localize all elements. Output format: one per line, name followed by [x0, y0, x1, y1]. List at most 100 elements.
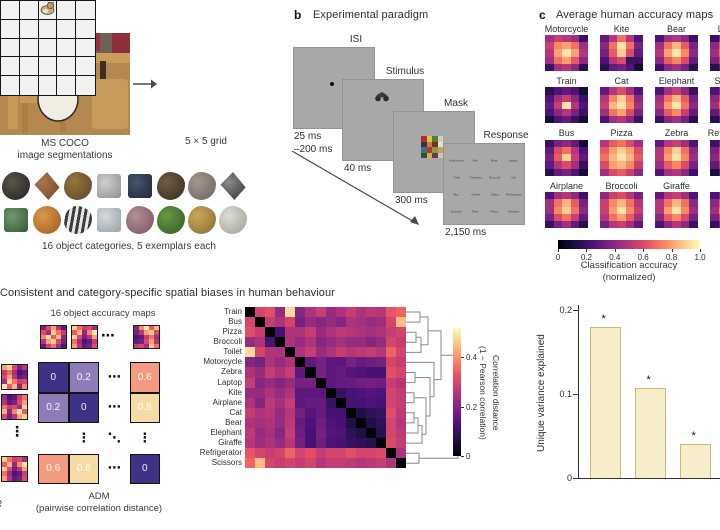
- heatmap-cell: [634, 108, 643, 117]
- heatmap-cell: [545, 116, 554, 124]
- mini-cell: [12, 471, 17, 477]
- heatmap-cell: [570, 87, 580, 95]
- rdm-cell: [295, 458, 306, 469]
- rdm-cell: [255, 377, 266, 388]
- adm-cell: ⋯: [107, 400, 121, 416]
- heatmap-cell: [710, 220, 719, 229]
- mini-cell: [2, 365, 7, 370]
- rdm-cell: [335, 357, 346, 368]
- heatmap-cell: [625, 87, 635, 95]
- panel-b-letter: b: [294, 8, 302, 22]
- heatmap-cell: [625, 192, 635, 200]
- rdm-cell: [325, 377, 336, 388]
- heatmap-cell: [570, 49, 580, 57]
- rdm-cell: [355, 407, 366, 418]
- heatmap-cell: [579, 116, 588, 124]
- heatmap-cell: [710, 94, 719, 102]
- rdm-cell: [315, 427, 326, 439]
- heatmap-cell: [718, 116, 720, 124]
- rdm-cell: [345, 317, 356, 328]
- response-word-cell: Giraffe: [466, 186, 485, 203]
- accuracy-map-motorcycle: [545, 35, 588, 71]
- rdm-cell: [376, 377, 387, 388]
- mini-cell: [2, 399, 7, 405]
- mini-cell: [87, 339, 92, 344]
- rdm-cell: [365, 438, 377, 449]
- heatmap-cell: [655, 87, 664, 95]
- colorbar-tick-label: 0.6: [637, 253, 649, 262]
- rdm-cell: [386, 387, 397, 398]
- rdm-cell: [386, 357, 397, 368]
- grid-cell: [76, 20, 95, 39]
- rdm-cell: [305, 387, 316, 398]
- rdm-cell: [335, 427, 346, 439]
- mini-cell: [61, 339, 66, 344]
- cat-thumbnail-icon: [40, 1, 55, 15]
- mini-cell: [12, 369, 17, 375]
- heatmap-cell: [672, 49, 681, 57]
- heatmap-cell: [672, 199, 681, 207]
- rdm-cell: [275, 317, 286, 328]
- rdm-cell: [386, 417, 397, 428]
- heatmap-cell: [545, 56, 554, 64]
- heatmap-cell: [718, 206, 720, 214]
- heatmap-cell: [672, 213, 681, 221]
- heatmap-cell: [634, 116, 643, 124]
- rdm-cell: [265, 357, 276, 368]
- rdm-cell: [275, 337, 286, 348]
- heatmap-cell: [672, 154, 681, 162]
- mask-tile: [437, 141, 443, 147]
- heatmap-cell: [617, 56, 626, 64]
- rdm-row-label: Refrigerator: [199, 448, 242, 458]
- rdm-cell: [335, 387, 346, 398]
- broccoli-icon: [157, 206, 185, 234]
- heatmap-cell: [600, 139, 609, 147]
- map-label: Toilet: [704, 181, 720, 191]
- rdm-cell: [285, 448, 296, 459]
- heatmap-cell: [545, 154, 554, 162]
- grid-cell: [76, 57, 95, 77]
- heatmap-cell: [680, 63, 690, 71]
- heatmap-cell: [562, 206, 571, 214]
- ellipsis-vertical: ⋮: [10, 424, 24, 440]
- colorbar-tickmark: [586, 249, 588, 252]
- rdm-cell: [305, 347, 316, 358]
- rdm-cell: [305, 427, 316, 439]
- rdm-cell: [396, 347, 407, 358]
- rdm-cell: [376, 357, 387, 368]
- heatmap-cell: [718, 49, 720, 57]
- accuracy-map-laptop: [710, 35, 720, 71]
- rdm-colorbar-tick-label: 0.4: [466, 353, 478, 362]
- heatmap-cell: [600, 56, 609, 64]
- rdm-cell: [365, 327, 377, 338]
- rdm-cell: [355, 317, 366, 328]
- heatmap-cell: [680, 154, 690, 162]
- rdm-row-label: Scissors: [211, 458, 242, 468]
- pizza-icon: [33, 206, 61, 234]
- adm-cell: 0.8: [68, 453, 99, 484]
- heatmap-cell: [600, 94, 609, 102]
- heatmap-cell: [608, 192, 618, 200]
- kite-icon: [34, 172, 60, 200]
- rdm-cell: [355, 417, 366, 428]
- rdm-cell: [396, 377, 407, 388]
- rdm-cell: [365, 317, 377, 328]
- heatmap-cell: [672, 42, 681, 50]
- response-word: Zebra: [490, 193, 499, 196]
- heatmap-cell: [689, 161, 698, 169]
- map-label: Elephant: [658, 75, 695, 86]
- response-word-cell: Train: [447, 169, 466, 186]
- rdm-cell: [365, 367, 377, 378]
- mini-cell: [7, 369, 12, 375]
- mini-cell: [134, 334, 139, 340]
- rdm-cell: [305, 327, 316, 338]
- mini-cell: [2, 414, 7, 419]
- heatmap-cell: [689, 42, 698, 50]
- rdm-cell: [295, 387, 306, 398]
- heatmap-cell: [608, 116, 618, 124]
- heatmap-cell: [718, 168, 720, 176]
- heatmap-cell: [710, 154, 719, 162]
- rdm-cell: [265, 327, 276, 338]
- rdm-cell: [315, 307, 326, 318]
- grid-cell: [1, 57, 20, 77]
